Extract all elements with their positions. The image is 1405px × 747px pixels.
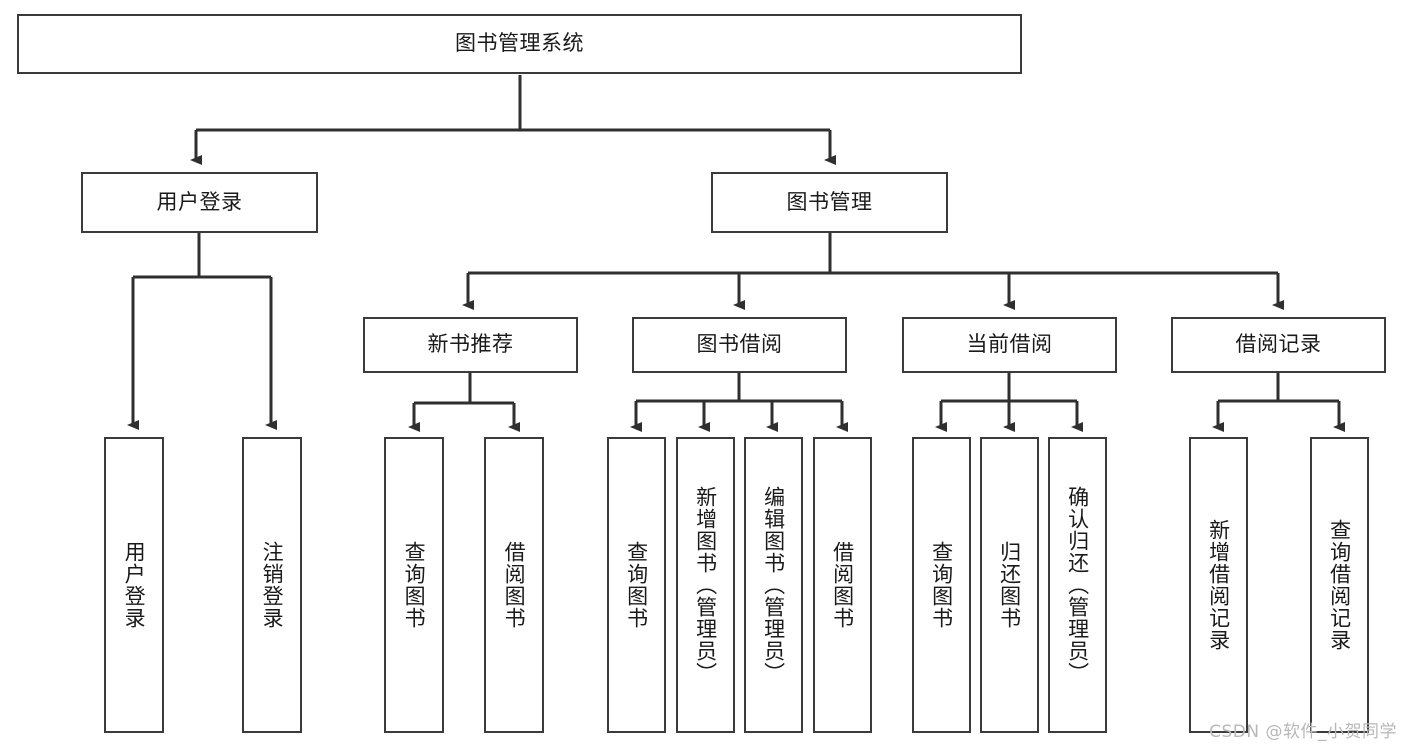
node-user-login[interactable]: 用户登录 (81, 172, 318, 233)
node-book-borrow[interactable]: 图书借阅 (632, 317, 847, 373)
node-root-system[interactable]: 图书管理系统 (17, 14, 1022, 74)
node-leaf-return-book-label: 归还图书 (997, 541, 1022, 629)
node-leaf-confirm-return-label: 确认归还（管理员） (1065, 486, 1090, 684)
node-leaf-confirm-return[interactable]: 确认归还（管理员） (1048, 437, 1107, 733)
node-leaf-return-book[interactable]: 归还图书 (980, 437, 1039, 733)
node-leaf-query-book-2-label: 查询图书 (624, 541, 649, 629)
node-leaf-borrow-book-2-label: 借阅图书 (830, 541, 855, 629)
node-leaf-borrow-book-1-label: 借阅图书 (502, 541, 527, 629)
node-leaf-add-record[interactable]: 新增借阅记录 (1189, 437, 1248, 733)
node-leaf-user-login-label: 用户登录 (122, 541, 147, 629)
node-leaf-user-logout[interactable]: 注销登录 (242, 437, 302, 733)
node-leaf-edit-book[interactable]: 编辑图书（管理员） (744, 437, 803, 733)
node-leaf-borrow-book-1[interactable]: 借阅图书 (484, 437, 544, 733)
node-leaf-query-book-3[interactable]: 查询图书 (912, 437, 971, 733)
node-leaf-add-book[interactable]: 新增图书（管理员） (676, 437, 735, 733)
node-current-borrow[interactable]: 当前借阅 (902, 317, 1117, 373)
node-leaf-query-record-label: 查询借阅记录 (1327, 519, 1352, 651)
node-book-manage[interactable]: 图书管理 (711, 172, 948, 233)
node-leaf-query-book-2[interactable]: 查询图书 (607, 437, 666, 733)
node-leaf-query-record[interactable]: 查询借阅记录 (1310, 437, 1369, 733)
node-leaf-edit-book-label: 编辑图书（管理员） (761, 486, 786, 684)
node-leaf-user-logout-label: 注销登录 (260, 541, 285, 629)
node-leaf-query-book-3-label: 查询图书 (929, 541, 954, 629)
csdn-watermark: CSDN @软件_小贺同学 (1209, 722, 1397, 742)
node-leaf-user-login[interactable]: 用户登录 (104, 437, 164, 733)
node-leaf-borrow-book-2[interactable]: 借阅图书 (813, 437, 872, 733)
node-leaf-add-record-label: 新增借阅记录 (1206, 519, 1231, 651)
node-leaf-query-book-1[interactable]: 查询图书 (384, 437, 444, 733)
node-new-book-recommend[interactable]: 新书推荐 (363, 317, 578, 373)
node-borrow-record[interactable]: 借阅记录 (1171, 317, 1386, 373)
node-leaf-query-book-1-label: 查询图书 (402, 541, 427, 629)
node-leaf-add-book-label: 新增图书（管理员） (693, 486, 718, 684)
